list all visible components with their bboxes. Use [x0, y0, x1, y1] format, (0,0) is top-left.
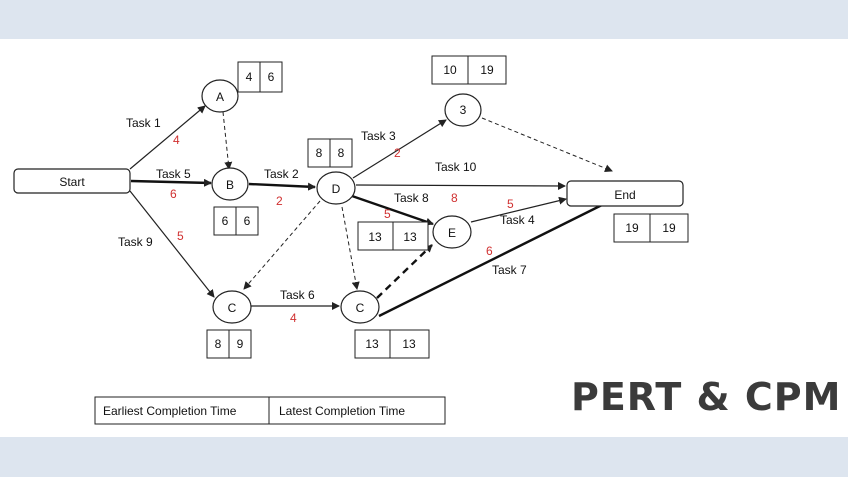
- node-e: E: [432, 215, 472, 249]
- time-box-c-mid-earliest: 13: [365, 337, 379, 351]
- task6-duration: 4: [290, 311, 297, 325]
- legend-latest: Latest Completion Time: [279, 404, 405, 418]
- task10-label: Task 10: [435, 160, 477, 174]
- edge-d-3: [352, 119, 447, 179]
- task9-label: Task 9: [118, 235, 153, 249]
- task8-label: Task 8: [394, 191, 429, 205]
- edge-b-d: [248, 182, 316, 191]
- diagram-canvas: Start End A B D 3: [0, 39, 848, 437]
- time-box-n3-latest: 19: [480, 63, 494, 77]
- node-b-label: B: [226, 178, 234, 192]
- time-box-end: 19 19: [613, 213, 689, 243]
- node-c-left: C: [212, 290, 252, 324]
- time-box-d-latest: 8: [338, 146, 345, 160]
- top-band: [0, 0, 848, 39]
- edge-c-mid-e-dummy: [376, 244, 433, 299]
- edge-a-b-dummy: [222, 111, 233, 170]
- edge-d-c-mid-dummy: [341, 206, 360, 290]
- node-d: D: [316, 171, 356, 205]
- task2-duration: 2: [276, 194, 283, 208]
- node-a: A: [201, 79, 239, 113]
- time-box-e-latest: 13: [403, 230, 417, 244]
- time-box-end-latest: 19: [662, 221, 676, 235]
- time-box-d-earliest: 8: [316, 146, 323, 160]
- task1-duration: 4: [173, 133, 180, 147]
- node-end-label: End: [614, 188, 635, 202]
- time-box-a-earliest: 4: [246, 70, 253, 84]
- edge-start-b: [130, 178, 212, 187]
- time-box-b: 6 6: [213, 206, 259, 236]
- edge-d-e: [351, 194, 434, 226]
- task8-duration: 8: [451, 191, 458, 205]
- node-3-label: 3: [460, 103, 467, 117]
- time-box-c-left-earliest: 8: [215, 337, 222, 351]
- node-c-mid: C: [340, 290, 380, 324]
- task7-duration: 6: [486, 244, 493, 258]
- task9-duration: 5: [177, 229, 184, 243]
- edge-start-a: [129, 105, 206, 170]
- task3-duration: 2: [394, 146, 401, 160]
- time-box-a-latest: 6: [268, 70, 275, 84]
- time-box-b-latest: 6: [244, 214, 251, 228]
- task4-duration: 5: [507, 197, 514, 211]
- node-c-mid-label: C: [356, 301, 365, 315]
- task2-label: Task 2: [264, 167, 299, 181]
- edge-e-end: [470, 196, 567, 223]
- task1-label: Task 1: [126, 116, 161, 130]
- time-box-c-left: 8 9: [206, 329, 252, 359]
- edge-c-mid-end: [378, 197, 615, 318]
- time-box-b-earliest: 6: [222, 214, 229, 228]
- legend-earliest: Earliest Completion Time: [103, 404, 237, 418]
- node-b: B: [211, 167, 249, 201]
- time-box-a: 4 6: [237, 61, 283, 93]
- bottom-band: [0, 437, 848, 477]
- task5-duration: 6: [170, 187, 177, 201]
- edge-d-end: [355, 181, 566, 190]
- time-box-n3-earliest: 10: [443, 63, 457, 77]
- time-box-c-left-latest: 9: [237, 337, 244, 351]
- edge-3-end-dummy: [481, 117, 613, 173]
- node-d-label: D: [332, 182, 341, 196]
- time-box-d: 8 8: [307, 138, 353, 168]
- task7-label: Task 7: [492, 263, 527, 277]
- d-to-e-duration: 5: [384, 207, 391, 221]
- node-start-label: Start: [59, 175, 85, 189]
- brand-title: PERT & CPM: [571, 375, 841, 419]
- time-box-c-mid-latest: 13: [402, 337, 416, 351]
- edge-d-c-left-dummy: [243, 200, 321, 290]
- node-a-label: A: [216, 90, 224, 104]
- time-box-n3: 10 19: [431, 55, 507, 85]
- task3-label: Task 3: [361, 129, 396, 143]
- node-end: End: [566, 180, 684, 207]
- node-e-label: E: [448, 226, 456, 240]
- time-box-e: 13 13: [357, 221, 429, 251]
- edge-start-c-left: [129, 190, 215, 298]
- node-start: Start: [13, 168, 131, 194]
- legend: Earliest Completion Time Latest Completi…: [94, 396, 446, 425]
- task4-label: Task 4: [500, 213, 535, 227]
- pert-diagram: Start End A B D 3: [13, 55, 841, 425]
- task6-label: Task 6: [280, 288, 315, 302]
- node-c-left-label: C: [228, 301, 237, 315]
- time-box-c-mid: 13 13: [354, 329, 430, 359]
- time-box-end-earliest: 19: [625, 221, 639, 235]
- task5-label: Task 5: [156, 167, 191, 181]
- node-3: 3: [444, 93, 482, 127]
- time-box-e-earliest: 13: [368, 230, 382, 244]
